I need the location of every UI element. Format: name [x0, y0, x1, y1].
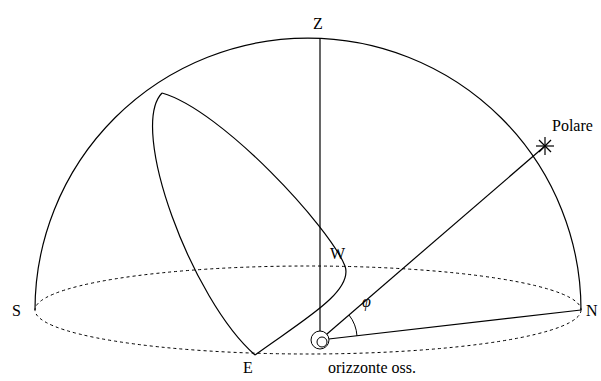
cardinal-label: S — [12, 303, 21, 319]
zenith-line — [319, 38, 320, 340]
horizon-ellipse — [35, 266, 581, 354]
north-line — [320, 310, 581, 340]
star-label: Polare — [552, 118, 593, 134]
celestial-hemisphere — [35, 38, 581, 310]
polar-axis-line — [320, 146, 545, 340]
observer-symbol — [317, 337, 327, 347]
angle-arc — [349, 315, 357, 336]
cardinal-label: W — [330, 246, 345, 262]
celestial-equator — [153, 93, 255, 355]
star-symbol — [536, 137, 554, 155]
horizon-label: orizzonte oss. — [328, 360, 416, 376]
cardinal-label: N — [586, 303, 598, 319]
cardinal-label: E — [243, 360, 253, 376]
celestial-equator — [162, 93, 346, 355]
angle-label: φ — [362, 294, 371, 310]
observer-symbol — [311, 331, 329, 349]
zenith-label: Z — [313, 16, 323, 32]
